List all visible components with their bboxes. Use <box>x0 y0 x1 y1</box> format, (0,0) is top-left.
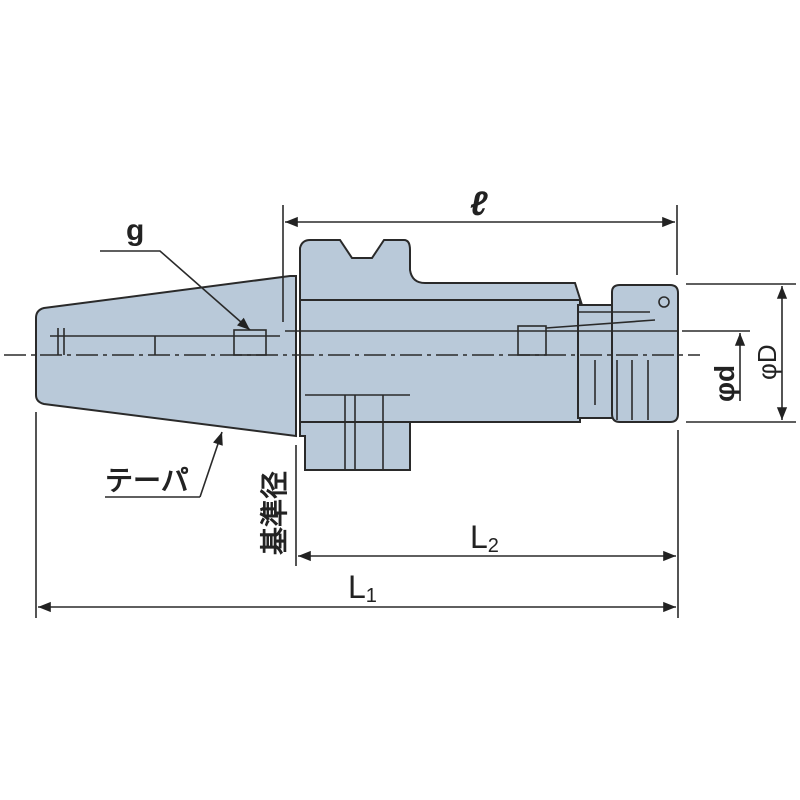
phi-d-label: φd <box>709 365 740 402</box>
g-leader <box>100 250 251 331</box>
ell-label: ℓ <box>470 185 488 223</box>
body-shank <box>299 299 581 423</box>
flange <box>299 239 612 306</box>
g-label: g <box>126 214 144 247</box>
body-step <box>577 304 615 419</box>
taper-shank <box>35 275 297 438</box>
L2-label: L2 <box>470 519 499 557</box>
dimension-lines <box>35 205 796 618</box>
taper-label: テーパ <box>105 465 189 496</box>
phi-D-label: φD <box>752 344 782 380</box>
L1-label: L1 <box>348 569 377 607</box>
collet-nut <box>611 284 679 423</box>
taper-leader <box>199 431 223 498</box>
gauge-diameter-label: 基準径 <box>258 471 290 555</box>
